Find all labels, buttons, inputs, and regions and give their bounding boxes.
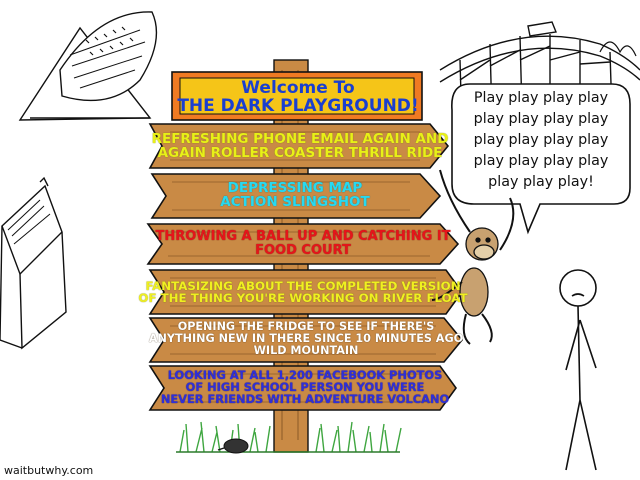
credit-text: waitbutwhy.com bbox=[4, 464, 94, 477]
bubble-line: play play play play bbox=[473, 111, 609, 127]
sign-board-line: NEVER FRIENDS WITH ADVENTURE VOLCANO bbox=[160, 391, 450, 406]
sign-board-food-court: THROWING A BALL UP AND CATCHING IT FOOD … bbox=[155, 226, 451, 262]
speech-bubble-text: Play play play play play play play play … bbox=[458, 88, 624, 198]
monkey bbox=[431, 169, 515, 345]
sign-board-line: FANTASIZING ABOUT THE COMPLETED VERSION bbox=[145, 278, 461, 293]
sign-board-line: WILD MOUNTAIN bbox=[253, 343, 359, 357]
wood-grain bbox=[168, 131, 436, 403]
sign-board-line: ACTION SLINGSHOT bbox=[220, 194, 370, 210]
booth-sketch bbox=[0, 176, 67, 350]
welcome-line-1: Welcome To bbox=[241, 78, 355, 99]
sign-board-wild-mountain: OPENING THE FRIDGE TO SEE IF THERE'S ANY… bbox=[149, 318, 463, 360]
sign-board-line: OF HIGH SCHOOL PERSON YOU WERE bbox=[185, 380, 425, 395]
sign-board-line: LOOKING AT ALL 1,200 FACEBOOK PHOTOS bbox=[167, 368, 443, 383]
bubble-line: play play play! bbox=[488, 174, 594, 190]
sign-board-line: DEPRESSING MAP bbox=[227, 179, 363, 196]
stick-figure bbox=[559, 269, 597, 471]
sign-board-slingshot: DEPRESSING MAP ACTION SLINGSHOT bbox=[170, 175, 420, 215]
sign-board-line: REFRESHING PHONE EMAIL AGAIN AND bbox=[151, 130, 449, 147]
armadillo bbox=[217, 438, 249, 454]
sign-board-river-float: FANTASIZING ABOUT THE COMPLETED VERSION … bbox=[138, 272, 467, 312]
boat-sketch bbox=[18, 11, 158, 121]
bubble-line: Play play play play bbox=[473, 90, 609, 106]
sign-board-line: THROWING A BALL UP AND CATCHING IT bbox=[155, 229, 451, 245]
bubble-line: play play play play bbox=[473, 132, 609, 148]
roller-coaster bbox=[439, 21, 640, 131]
sign-board-roller-coaster: REFRESHING PHONE EMAIL AGAIN AND AGAIN R… bbox=[152, 126, 449, 166]
welcome-sign: Welcome To THE DARK PLAYGROUND! bbox=[177, 76, 419, 120]
speech-bubble-shape bbox=[451, 83, 631, 235]
welcome-line-2: THE DARK PLAYGROUND! bbox=[177, 96, 419, 116]
sign-board-line: ANYTHING NEW IN THERE SINCE 10 MINUTES A… bbox=[148, 332, 464, 346]
welcome-board bbox=[171, 71, 423, 121]
sign-board-line: AGAIN ROLLER COASTER THRILL RIDE bbox=[157, 145, 443, 161]
sign-board-line: FOOD COURT bbox=[255, 243, 351, 258]
sign-board-adventure-volcano: LOOKING AT ALL 1,200 FACEBOOK PHOTOS OF … bbox=[160, 366, 450, 410]
sign-board-line: OPENING THE FRIDGE TO SEE IF THERE'S bbox=[177, 320, 435, 334]
grass bbox=[176, 421, 402, 453]
bubble-line: play play play play bbox=[473, 153, 609, 169]
arrow-boards bbox=[146, 123, 464, 411]
sign-board-line: OF THE THING YOU'RE WORKING ON RIVER FLO… bbox=[138, 291, 468, 305]
